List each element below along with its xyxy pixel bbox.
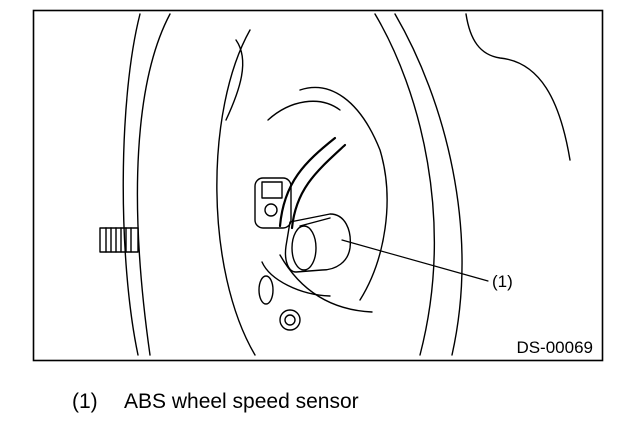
legend-item-label: ABS wheel speed sensor [124, 390, 359, 413]
backing-plate-curve-2 [394, 13, 463, 356]
rotor-inner-arc [122, 13, 141, 356]
knuckle-upper [267, 100, 341, 121]
hub-inner-arc [225, 39, 244, 121]
sensor-cable-edge [278, 136, 337, 228]
callout-leader [341, 239, 489, 282]
wheel-stud [99, 227, 139, 253]
hub-arc [216, 29, 256, 356]
sensor-cable [290, 143, 347, 230]
backing-plate-curve [374, 13, 435, 356]
callout-label: (1) [492, 272, 513, 291]
figure-frame [32, 9, 604, 362]
strut-curve [465, 13, 571, 161]
figure-legend: (1) ABS wheel speed sensor [72, 389, 359, 415]
knuckle-lower [279, 254, 373, 313]
sensor-bracket [254, 177, 292, 229]
drawing-code: DS-00069 [516, 338, 593, 357]
rotor-outer-arc [136, 13, 171, 356]
technical-illustration: (1) DS-00069 [32, 9, 604, 362]
abs-wheel-speed-sensor [284, 213, 352, 273]
legend-item-number: (1) [72, 390, 98, 413]
knuckle-curve [299, 86, 388, 301]
lower-bolt-hole-inner [284, 314, 296, 326]
lower-boss [258, 275, 274, 305]
lower-bolt-hole [279, 309, 301, 331]
caliper-edge [261, 261, 331, 297]
